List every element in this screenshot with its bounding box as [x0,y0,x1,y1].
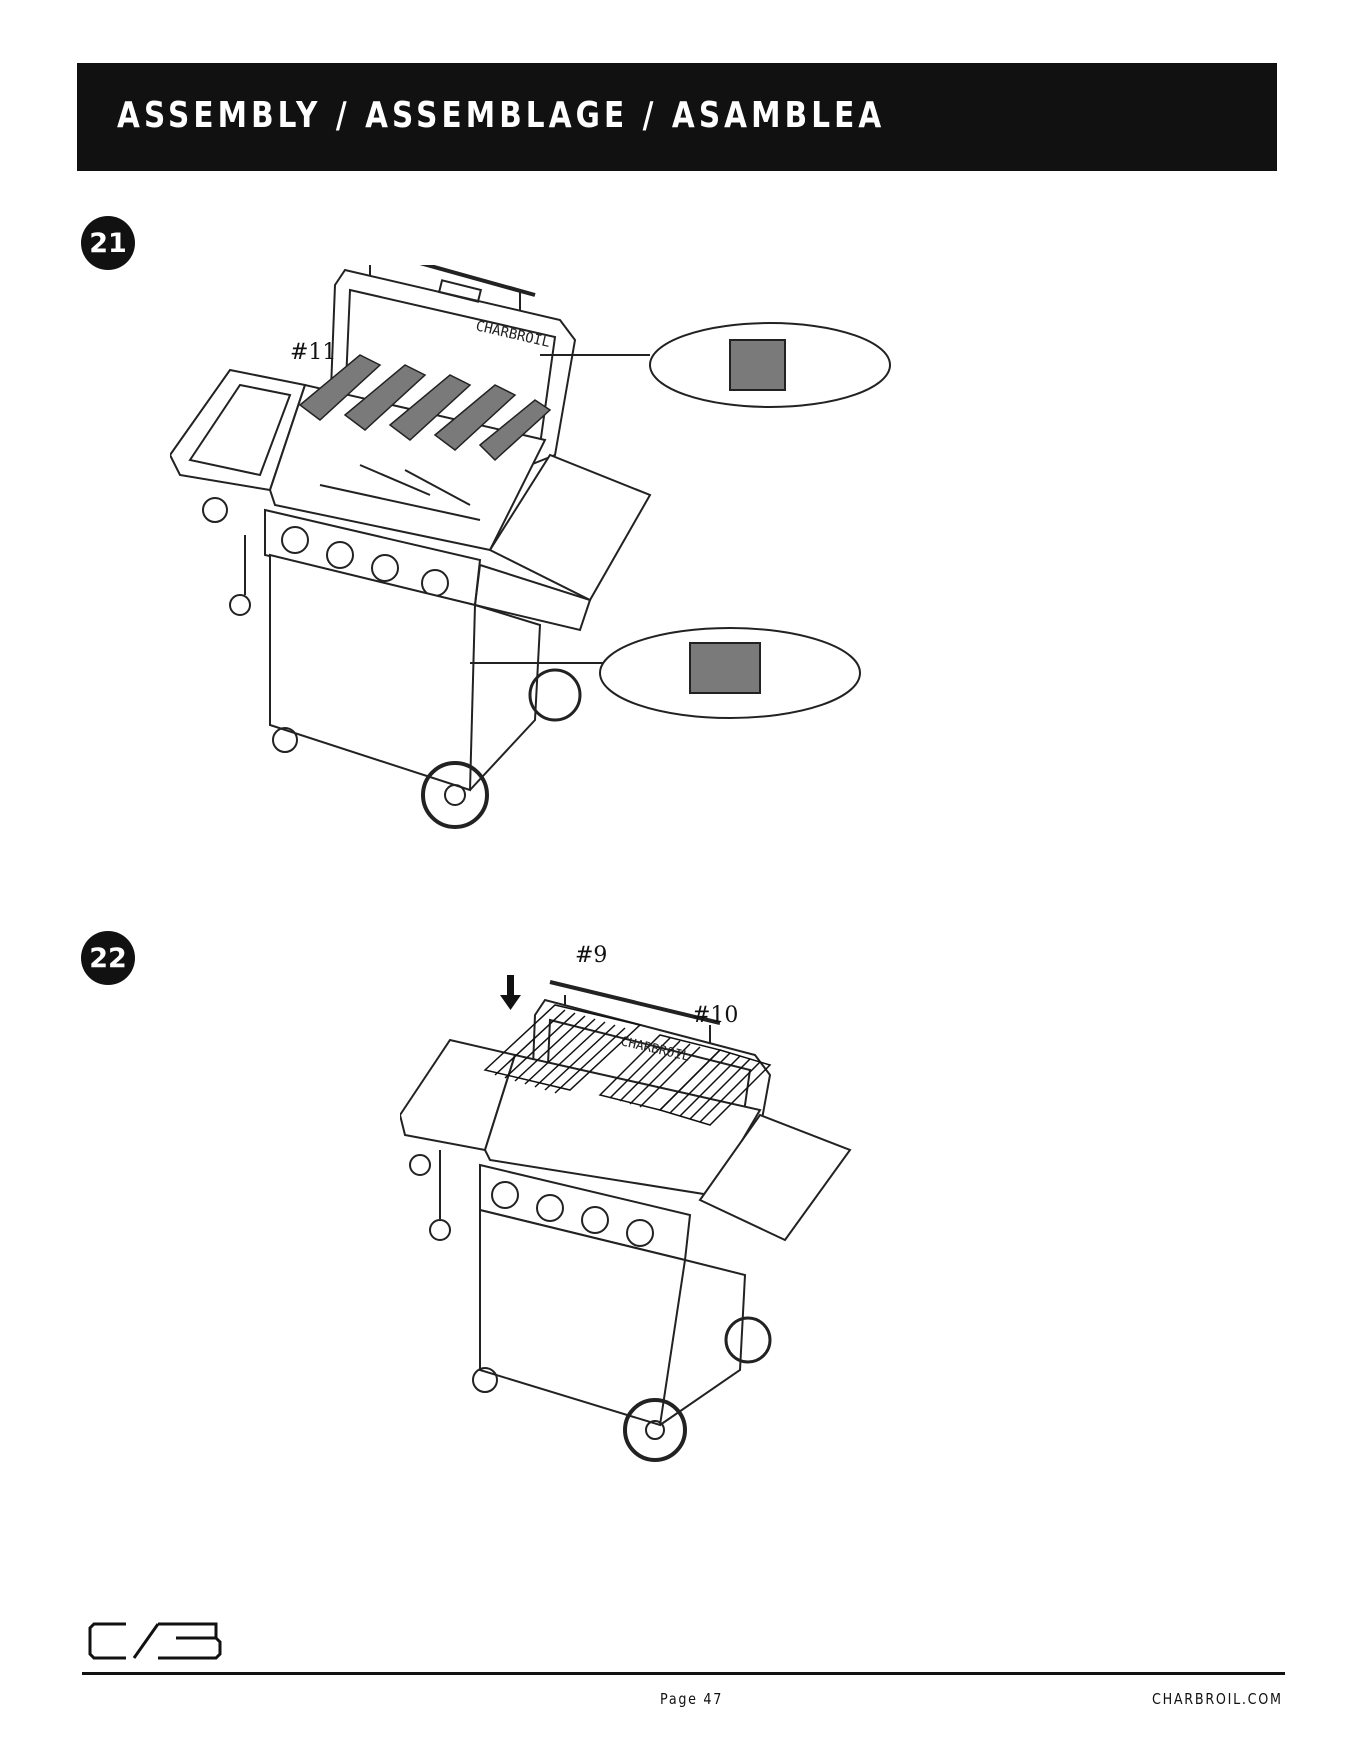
footer-rule [82,1672,1285,1675]
grill-cooking-grate-diagram: CHARBROIL [400,975,970,1625]
page-number: Page 47 [660,1690,723,1708]
part-label-9: #9 [575,943,607,968]
step-21-badge: 21 [81,216,135,270]
step-21-illustration: CHARBROIL #11 [170,265,1010,925]
step-22-illustration: CHARBROIL #9 #10 [400,975,970,1625]
charbroil-logo [86,1620,226,1662]
part-label-10: #10 [692,1003,738,1028]
page-title: ASSEMBLY / ASSEMBLAGE / ASAMBLEA [117,95,885,136]
step-22-badge: 22 [81,931,135,985]
part-label-11: #11 [290,340,336,365]
header-bar: ASSEMBLY / ASSEMBLAGE / ASAMBLEA [77,63,1277,171]
website-link[interactable]: CHARBROIL.COM [1152,1690,1283,1708]
